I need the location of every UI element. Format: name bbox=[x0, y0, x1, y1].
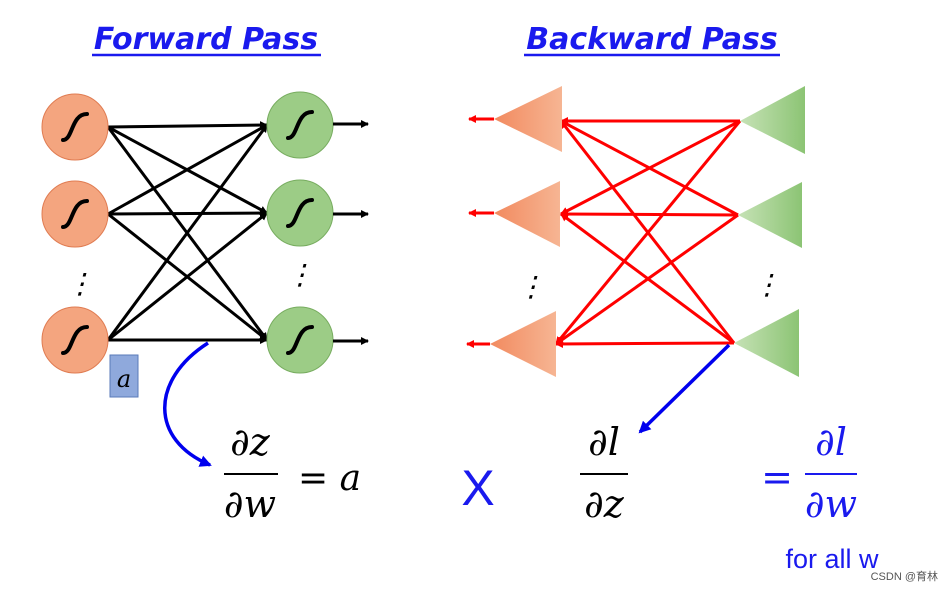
input-neuron bbox=[41, 180, 109, 248]
triangle-icon bbox=[734, 309, 799, 377]
output-neuron bbox=[266, 179, 334, 247]
activation-label: a bbox=[109, 354, 139, 398]
forward-output-ellipsis: ⋮ bbox=[286, 258, 314, 291]
triangle-icon bbox=[494, 86, 562, 152]
svg-text:∂w: ∂w bbox=[224, 482, 276, 526]
backward-output-arrows bbox=[466, 115, 494, 348]
svg-text:Backward Pass: Backward Pass bbox=[526, 22, 778, 57]
svg-text:∂w: ∂w bbox=[805, 482, 857, 526]
watermark: CSDN @育林 bbox=[871, 569, 938, 583]
output-arrows bbox=[333, 120, 369, 345]
forward-edges bbox=[106, 121, 269, 344]
triangle-icon bbox=[740, 86, 805, 154]
input-neuron bbox=[41, 306, 109, 374]
forward-equation: ∂z ∂w = a bbox=[224, 420, 361, 526]
backward-equation: ∂l ∂z bbox=[580, 420, 628, 526]
triangle-icon bbox=[738, 182, 802, 248]
svg-text:a: a bbox=[117, 365, 131, 393]
backward-edges bbox=[554, 117, 742, 348]
triangle-icon bbox=[494, 181, 560, 247]
backward-input-nodes bbox=[490, 86, 562, 377]
svg-text:=: = bbox=[761, 455, 793, 499]
forward-title: Forward Pass bbox=[92, 22, 321, 57]
triangle-icon bbox=[490, 311, 556, 377]
forward-annotation-arrow bbox=[163, 341, 212, 467]
multiply-operator: X bbox=[461, 460, 494, 516]
svg-text:∂l: ∂l bbox=[815, 420, 847, 464]
svg-text:∂z: ∂z bbox=[230, 420, 271, 464]
svg-text:= a: = a bbox=[298, 458, 361, 499]
svg-text:∂l: ∂l bbox=[588, 420, 620, 464]
output-neuron bbox=[266, 91, 334, 159]
for-all-w-note: for all w bbox=[785, 544, 879, 574]
backward-title: Backward Pass bbox=[524, 22, 780, 57]
forward-input-ellipsis: ⋮ bbox=[66, 267, 94, 300]
result-equation: = ∂l ∂w bbox=[761, 420, 857, 526]
svg-text:∂z: ∂z bbox=[584, 482, 625, 526]
backward-output-nodes bbox=[734, 86, 805, 377]
backward-output-ellipsis: ⋮ bbox=[753, 268, 781, 301]
output-neuron bbox=[266, 306, 334, 374]
svg-text:Forward Pass: Forward Pass bbox=[94, 22, 318, 57]
backward-annotation-arrow bbox=[638, 343, 731, 434]
input-neuron bbox=[41, 93, 109, 161]
backward-input-ellipsis: ⋮ bbox=[517, 270, 545, 303]
